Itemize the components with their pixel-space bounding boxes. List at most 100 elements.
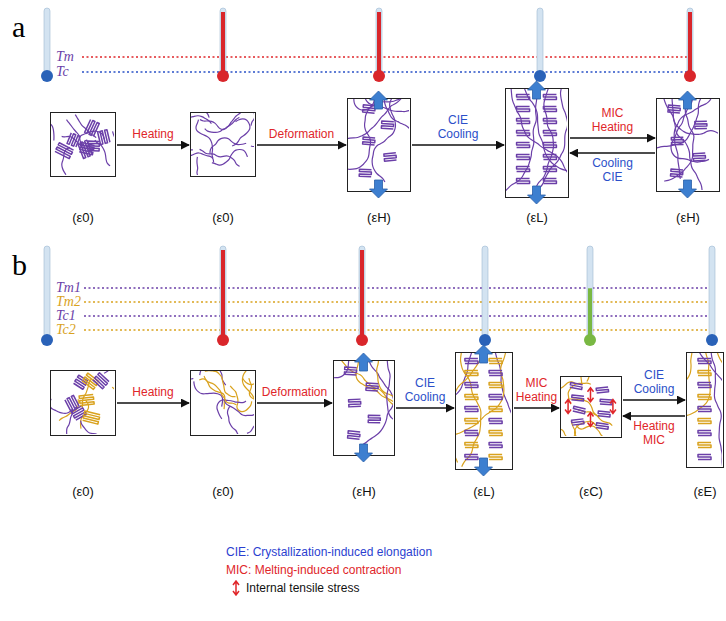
crystal-lamella xyxy=(698,371,711,376)
crystal-lamella xyxy=(698,395,711,400)
deformation-arrow xyxy=(355,444,373,462)
amorphous-chain xyxy=(191,150,193,170)
polymer-chain-illustration xyxy=(161,341,284,464)
crystal-lamella xyxy=(671,137,683,145)
crystal-lamella xyxy=(517,119,530,124)
strain-state-box: (εL) xyxy=(505,88,569,198)
temperature-level-line xyxy=(84,315,712,317)
amorphous-chain xyxy=(247,421,254,434)
strain-label: (εH) xyxy=(352,484,376,499)
amorphous-chain xyxy=(249,378,254,399)
crystal-lamella xyxy=(543,167,556,172)
strain-state-box: (εH) xyxy=(333,360,395,456)
strain-state-box: (ε0) xyxy=(190,112,256,177)
crystal-lamella xyxy=(65,395,79,410)
amorphous-chain xyxy=(191,152,214,162)
temperature-label: Tm1 xyxy=(56,280,81,295)
temperature-level-line xyxy=(84,329,712,331)
amorphous-chain xyxy=(247,113,254,126)
amorphous-chain xyxy=(506,89,537,193)
legend-item: CIE: Crystallization-induced elongation xyxy=(226,543,432,561)
crystal-lamella xyxy=(517,95,530,100)
crystal-lamella xyxy=(348,431,361,439)
thermometer xyxy=(706,246,718,346)
crystal-lamella xyxy=(82,373,99,389)
polymer-chain-illustration xyxy=(318,69,439,220)
thermometer-stem xyxy=(709,246,715,340)
amorphous-chain xyxy=(212,150,248,166)
deformation-arrow xyxy=(370,180,388,198)
strain-state-box: (εH) xyxy=(656,98,720,192)
crystal-lamella xyxy=(543,143,556,148)
process-arrow xyxy=(117,402,189,404)
amorphous-chain xyxy=(576,425,607,436)
process-label: Cooling CIE xyxy=(592,156,633,184)
process-arrow xyxy=(623,399,685,401)
crystal-lamella xyxy=(698,443,711,448)
process-arrow xyxy=(412,144,504,146)
legend-item: MIC: Melting-induced contraction xyxy=(226,561,432,579)
amorphous-chain xyxy=(210,138,246,154)
process-arrow xyxy=(623,415,685,417)
process-label: CIE Cooling xyxy=(405,376,446,404)
thermometer-bulb xyxy=(373,70,385,82)
thermometer xyxy=(373,8,385,82)
crystal-lamella xyxy=(465,407,478,412)
thermometer-stem xyxy=(587,246,593,340)
thermometer-fill xyxy=(588,288,592,340)
legend-text: MIC: Melting-induced contraction xyxy=(226,563,401,577)
amorphous-chain xyxy=(383,99,409,165)
crystal-lamella xyxy=(543,107,556,112)
crystal-lamella xyxy=(93,373,109,389)
process-arrow xyxy=(257,144,346,146)
crystal-lamella xyxy=(570,383,583,390)
process-label: Heating MIC xyxy=(633,419,674,447)
crystal-lamella xyxy=(517,179,530,184)
strain-state-box: (εL) xyxy=(455,352,513,470)
crystal-lamella xyxy=(349,399,361,407)
deformation-arrow xyxy=(528,81,546,99)
deformation-arrow xyxy=(679,180,697,198)
crystal-lamella xyxy=(698,431,711,436)
amorphous-chain xyxy=(197,157,215,175)
crystal-lamella xyxy=(465,419,478,424)
process-arrow xyxy=(570,137,655,139)
amorphous-chain xyxy=(569,399,599,417)
crystal-lamella xyxy=(79,395,94,406)
strain-label: (ε0) xyxy=(72,484,94,499)
strain-label: (εE) xyxy=(693,484,716,499)
thermometer-bulb xyxy=(479,334,491,346)
amorphous-chain xyxy=(456,353,484,462)
crystal-lamella xyxy=(465,455,478,460)
thermometer-stem xyxy=(44,8,50,76)
crystal-lamella xyxy=(489,395,502,400)
process-label: CIE Cooling xyxy=(438,113,479,141)
crystal-lamella xyxy=(55,143,74,159)
amorphous-chain xyxy=(51,114,54,141)
crystal-lamella xyxy=(344,367,356,375)
polymer-chain-illustration xyxy=(627,69,726,220)
crystal-lamella xyxy=(489,431,502,436)
thermometer xyxy=(684,8,696,82)
deformation-arrow xyxy=(370,91,388,109)
temperature-label: Tc2 xyxy=(56,322,76,337)
crystal-lamella xyxy=(693,153,705,161)
legend-item: Internal tensile stress xyxy=(226,579,432,597)
crystal-lamella xyxy=(543,95,556,100)
thermometer-fill xyxy=(221,250,225,340)
deformation-arrow xyxy=(528,186,546,204)
temperature-level-line xyxy=(84,287,712,289)
crystal-lamella xyxy=(465,359,478,364)
polymer-chain-illustration xyxy=(657,323,726,496)
thermometer xyxy=(356,246,368,346)
thermometer-bulb xyxy=(534,70,546,82)
deformation-arrow xyxy=(475,458,493,476)
crystal-lamella xyxy=(489,383,502,388)
strain-label: (ε0) xyxy=(72,210,94,225)
panel-letter: a xyxy=(12,10,25,43)
temperature-level-line xyxy=(82,71,690,73)
amorphous-chain xyxy=(363,361,393,444)
temperature-label: Tc xyxy=(56,64,69,79)
amorphous-chain xyxy=(456,353,506,440)
process-arrow xyxy=(396,407,454,409)
